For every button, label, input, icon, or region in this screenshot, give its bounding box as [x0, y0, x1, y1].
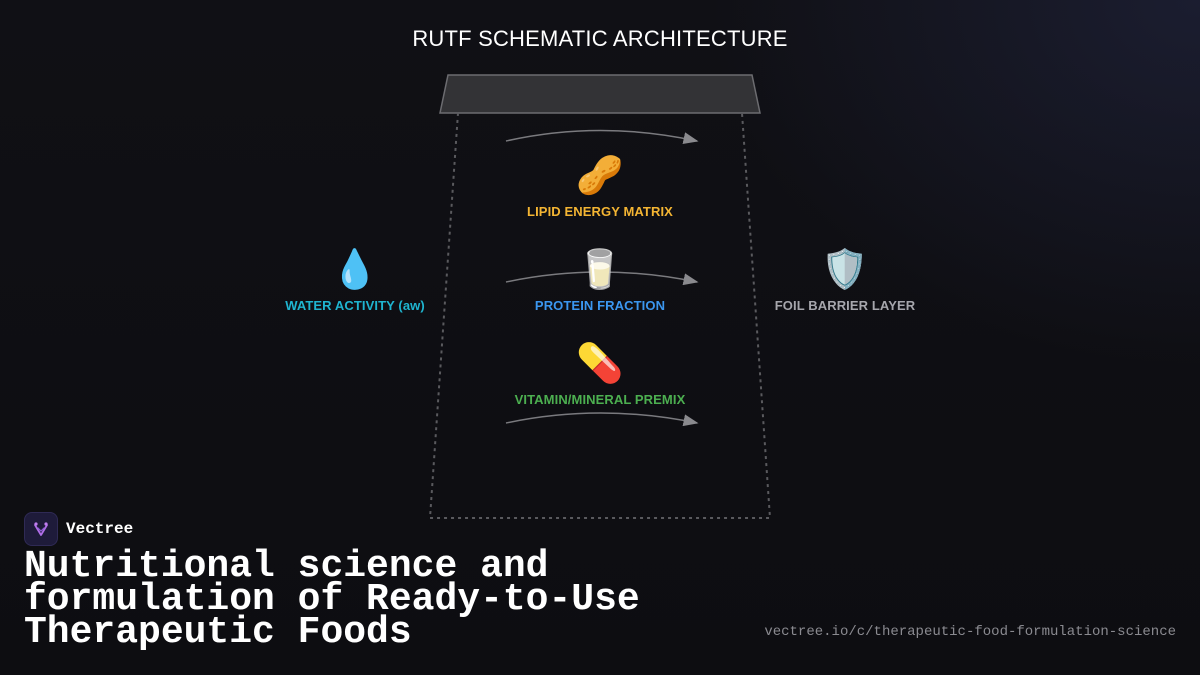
node-water-activity: 💧 WATER ACTIVITY (aw)	[225, 248, 485, 313]
diagram-title: RUTF SCHEMATIC ARCHITECTURE	[412, 26, 788, 51]
brand-name: Vectree	[66, 520, 134, 538]
headline-line: formulation of Ready-to-Use	[24, 578, 640, 621]
brand: Vectree	[24, 512, 133, 546]
peanut-icon: 🥜	[576, 155, 624, 197]
pill-icon: 💊	[576, 343, 624, 385]
node-label: PROTEIN FRACTION	[534, 298, 666, 313]
node-foil-barrier-layer: 🛡️ FOIL BARRIER LAYER	[715, 248, 975, 313]
node-label: FOIL BARRIER LAYER	[774, 298, 916, 313]
node-label: WATER ACTIVITY (aw)	[285, 298, 425, 313]
node-lipid-energy-matrix: 🥜 LIPID ENERGY MATRIX	[470, 154, 730, 219]
vectree-logo-icon	[24, 512, 58, 546]
flow-arrow-top	[505, 129, 699, 145]
milk-glass-icon: 🥛	[576, 249, 624, 291]
headline: Nutritional science and formulation of R…	[24, 545, 744, 654]
shield-icon: 🛡️	[821, 249, 869, 291]
headline-line: Therapeutic Foods	[24, 611, 412, 654]
source-url[interactable]: vectree.io/c/therapeutic-food-formulatio…	[764, 624, 1176, 640]
headline-line: Nutritional science and	[24, 545, 549, 588]
water-drop-icon: 💧	[331, 249, 379, 291]
node-label: VITAMIN/MINERAL PREMIX	[514, 392, 686, 407]
container-lid	[439, 74, 761, 114]
flow-arrow-middle	[505, 271, 699, 286]
node-protein-fraction: 🥛 PROTEIN FRACTION	[470, 248, 730, 313]
node-label: LIPID ENERGY MATRIX	[527, 204, 673, 219]
flow-arrow-bottom	[505, 412, 699, 427]
container-walls	[428, 112, 772, 519]
node-vitamin-mineral-premix: 💊 VITAMIN/MINERAL PREMIX	[470, 342, 730, 407]
